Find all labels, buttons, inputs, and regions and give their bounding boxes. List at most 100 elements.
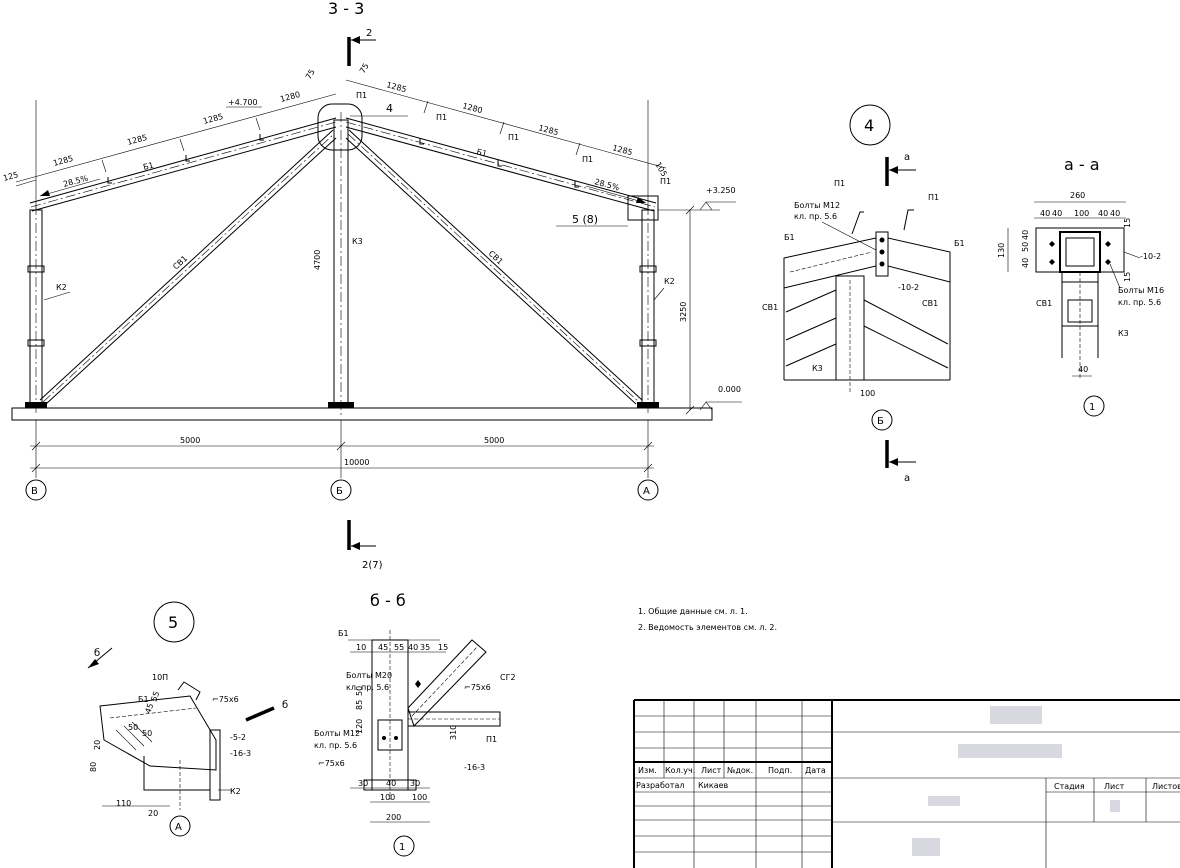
drawing-label: 45 bbox=[378, 643, 388, 652]
drawing-label: 310 bbox=[449, 725, 458, 740]
drawing-label: 130 bbox=[997, 243, 1006, 258]
drawing-label: 45 bbox=[143, 702, 155, 715]
drawing-label: Б1 bbox=[784, 233, 795, 242]
height-right: 3250 bbox=[679, 302, 688, 322]
section-3-3: 3 - 3 2 2(7) bbox=[2, 0, 742, 571]
node-5-number: 5 bbox=[168, 613, 178, 632]
label-k3: К3 bbox=[352, 237, 363, 246]
slope-right: 28.5% bbox=[593, 177, 620, 192]
drawing-label: 30 bbox=[358, 779, 368, 788]
drawing-label: К3 bbox=[812, 364, 823, 373]
drawing-label: кл. пр. 5.6 bbox=[1118, 298, 1161, 307]
drawing-label: Дата bbox=[805, 766, 826, 775]
drawing-label: К3 bbox=[1118, 329, 1129, 338]
drawing-label: 10П bbox=[152, 673, 168, 682]
drawing-label: 5000 bbox=[180, 436, 200, 445]
drawing-label: Б1 bbox=[142, 161, 155, 172]
drawing-label: 50 bbox=[355, 686, 364, 696]
drawing-label: К2 bbox=[230, 787, 241, 796]
drawing-label: 110 bbox=[116, 799, 131, 808]
drawing-label: Б1 bbox=[954, 239, 965, 248]
node-5-axis: А bbox=[175, 822, 182, 833]
drawing-label: П1 bbox=[436, 113, 447, 122]
drawing-label: Б1 bbox=[475, 147, 488, 158]
drawing-label: 100 bbox=[412, 793, 427, 802]
section-aa-axis: 1 bbox=[1089, 402, 1095, 413]
drawing-label: Б1 bbox=[338, 629, 349, 638]
drawing-label: №док. bbox=[727, 766, 753, 775]
column-right-k2 bbox=[637, 205, 659, 415]
note-2: 2. Ведомость элементов см. л. 2. bbox=[638, 623, 777, 632]
label-k2-right: К2 bbox=[664, 277, 675, 286]
span-dimensions: 5000 5000 10000 bbox=[30, 420, 654, 478]
section-bb-axis: 1 bbox=[399, 842, 405, 853]
drawing-label: 40 bbox=[1052, 209, 1062, 218]
drawing-label: -16-3 bbox=[230, 749, 251, 758]
drawing-label: 260 bbox=[1070, 191, 1085, 200]
drawing-label: 10000 bbox=[344, 458, 369, 467]
drawing-label: 1285 bbox=[126, 133, 148, 147]
drawing-label: 20 bbox=[93, 740, 102, 750]
drawing-label: СВ1 bbox=[922, 299, 938, 308]
drawing-label: 40 bbox=[1110, 209, 1120, 218]
section-aa-title: а - а bbox=[1064, 155, 1100, 174]
drawing-label: 50 bbox=[1021, 242, 1030, 252]
drawing-label: 120 bbox=[355, 719, 364, 734]
label-k2-left: К2 bbox=[56, 283, 67, 292]
drawing-label: П1 bbox=[660, 177, 671, 186]
elev-eave: +3.250 bbox=[706, 186, 736, 195]
drawing-label: 55 bbox=[149, 690, 161, 703]
drawing-label: П1 bbox=[508, 133, 519, 142]
cut-label-bottom: 2(7) bbox=[362, 560, 383, 571]
drawing-label: Лист bbox=[1104, 782, 1125, 791]
drawing-label: 50 bbox=[128, 723, 138, 732]
drawing-label: П1 bbox=[356, 91, 367, 100]
drawing-label: 200 bbox=[386, 813, 401, 822]
label-sv1-left: СВ1 bbox=[171, 254, 189, 272]
dims-right-slope: 75 1285 1280 1285 1285 105 28.5% Б1 П1 П… bbox=[345, 62, 671, 204]
height-mid: 4700 bbox=[313, 250, 322, 270]
drawing-label: -5-2 bbox=[230, 733, 246, 742]
axis-a: А bbox=[643, 486, 650, 497]
section-bb: б - б Б1 10 45 55 40 35 15 Болты М20 кл.… bbox=[314, 591, 516, 857]
section-bb-bolts-m20: Болты М20 bbox=[346, 671, 392, 680]
node-5-marker bbox=[627, 195, 659, 221]
drawing-label: кл. пр. 5.6 bbox=[314, 741, 357, 750]
drawing-label: б bbox=[94, 648, 100, 659]
elevations-right: 3250 +3.250 0.000 bbox=[658, 186, 742, 415]
drawing-label: 1280 bbox=[461, 101, 483, 115]
drawing-label: 1285 bbox=[537, 123, 559, 137]
node-4-bolts: Болты М12 bbox=[794, 201, 840, 210]
drawing-label: ⌐75x6 bbox=[212, 695, 239, 704]
drawing-label: 50 bbox=[142, 729, 152, 738]
brace-left-sv1 bbox=[39, 129, 337, 405]
drawing-label: 85 bbox=[355, 700, 364, 710]
elev-ground: 0.000 bbox=[718, 385, 741, 394]
section-3-3-title: 3 - 3 bbox=[328, 0, 364, 18]
drawing-label: Лист bbox=[701, 766, 722, 775]
axis-b: Б bbox=[336, 486, 343, 497]
node-4-cut-bottom: а bbox=[904, 473, 910, 484]
node-4-cut-top: а bbox=[904, 152, 910, 163]
drawing-label: 75 bbox=[358, 62, 371, 75]
drawing-label: 125 bbox=[2, 170, 19, 183]
drawing-label: П1 bbox=[834, 179, 845, 188]
drawing-label: Стадия bbox=[1054, 782, 1085, 791]
drawing-label: П1 bbox=[928, 193, 939, 202]
drawing-label: 5000 bbox=[484, 436, 504, 445]
drawing-label: 20 bbox=[148, 809, 158, 818]
drawing-label: 40 bbox=[1098, 209, 1108, 218]
section-bb-title: б - б bbox=[370, 591, 406, 610]
drawing-label: 100 bbox=[860, 389, 875, 398]
callout-5: 5 (8) bbox=[572, 213, 598, 226]
drawing-label: П1 bbox=[486, 735, 497, 744]
drawing-label: 105 bbox=[653, 161, 668, 179]
section-bb-bolts-m12: Болты М12 bbox=[314, 729, 360, 738]
drawing-label: кл. пр. 5.6 bbox=[346, 683, 389, 692]
drawing-label: 1285 bbox=[202, 112, 224, 126]
node-4-plate: -10-2 bbox=[898, 283, 919, 292]
drawing-label: 80 bbox=[89, 762, 98, 772]
section-aa: а - а 260 40 40 100 40 40 40 50 40 130 1… bbox=[997, 155, 1164, 417]
drawing-label: кл. пр. 5.6 bbox=[794, 212, 837, 221]
